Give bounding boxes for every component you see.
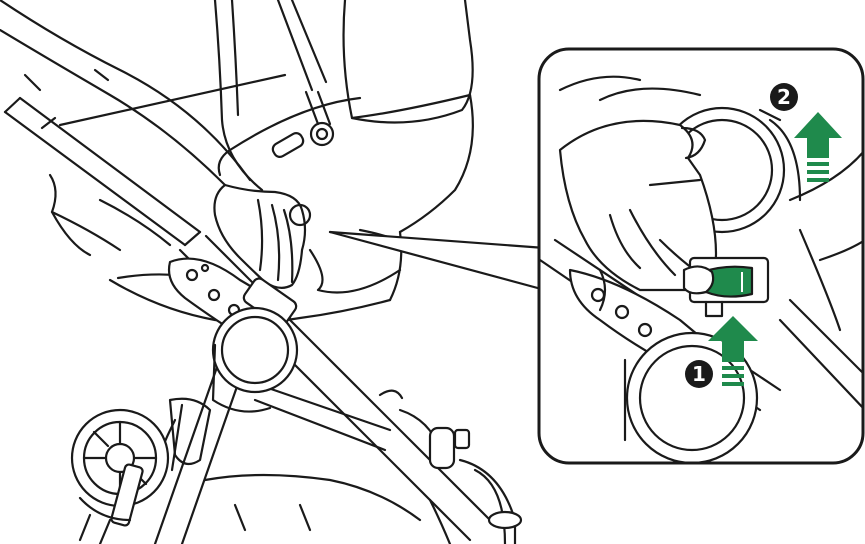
step-number-2: 2 [777,85,791,109]
step-number-1: 1 [692,362,706,386]
step-marker-1: 1 [685,360,713,388]
callout-pointer [330,232,545,290]
detail-inset: 1 2 [539,49,865,463]
basket [150,391,521,544]
front-wheel [72,410,168,544]
main-scene [0,0,521,544]
arm-left [0,0,250,185]
hinge-disc [213,308,297,412]
step-marker-2: 2 [770,83,798,111]
